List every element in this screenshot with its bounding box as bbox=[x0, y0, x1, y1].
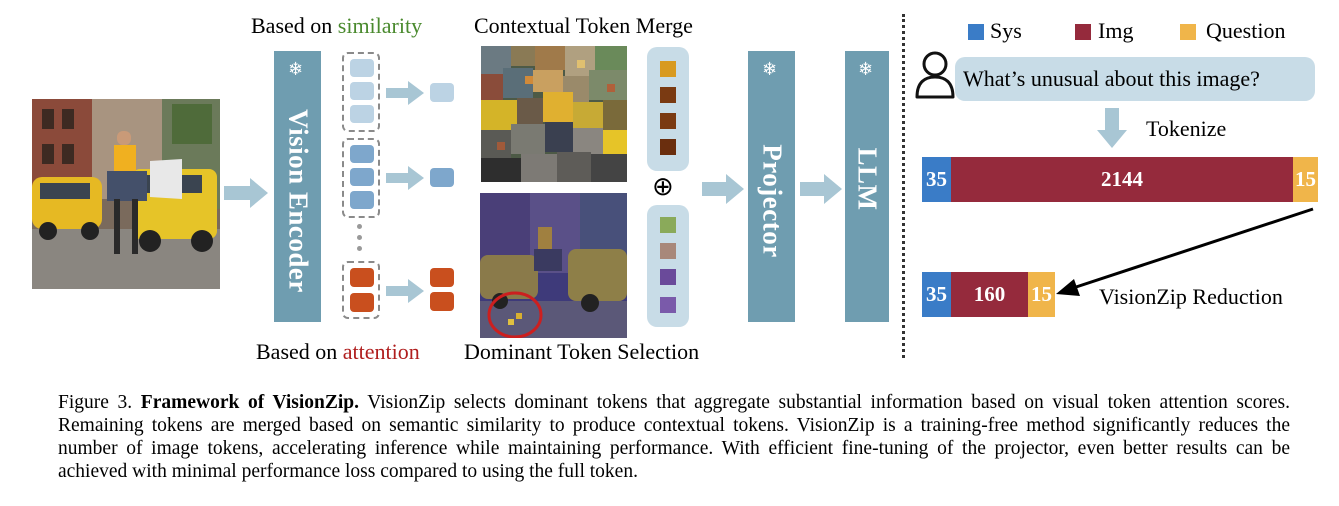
user-icon bbox=[915, 51, 955, 99]
projector-label: Projector bbox=[757, 143, 787, 258]
legend-swatch-sys bbox=[968, 24, 984, 40]
reduced-question-segment: 15 bbox=[1028, 272, 1055, 317]
token-group-similar-2 bbox=[342, 138, 380, 218]
contextual-tokens-pill bbox=[647, 47, 689, 171]
token bbox=[350, 82, 374, 100]
full-token-bar: 35 2144 15 bbox=[922, 157, 1318, 202]
contextual-merge-title: Contextual Token Merge bbox=[474, 13, 693, 38]
attention-overlay bbox=[480, 193, 627, 338]
merged-token-2 bbox=[430, 168, 454, 187]
arrow-dominant bbox=[386, 279, 424, 303]
llm-label: LLM bbox=[852, 146, 883, 211]
reduced-token-bar: 35 160 15 bbox=[922, 272, 1055, 317]
based-on-text: Based on bbox=[256, 339, 338, 364]
projector-block: ❄ Projector bbox=[748, 51, 795, 322]
contextual-token bbox=[660, 139, 676, 155]
legend-label-img: Img bbox=[1098, 18, 1134, 43]
vision-encoder-label: Vision Encoder bbox=[283, 108, 313, 293]
attention-heading: Based on attention bbox=[256, 339, 420, 365]
ellipsis-dots bbox=[357, 224, 363, 254]
attention-word: attention bbox=[342, 339, 420, 364]
arrow-to-projector bbox=[702, 174, 744, 204]
full-sys-segment: 35 bbox=[922, 157, 951, 202]
dominant-token bbox=[660, 243, 676, 259]
llm-block: ❄ LLM bbox=[845, 51, 889, 322]
contextual-merge-map bbox=[481, 46, 627, 182]
merge-mosaic bbox=[481, 46, 627, 182]
caption-body: VisionZip selects dominant tokens that a… bbox=[58, 392, 1291, 482]
reduction-arrow bbox=[1056, 207, 1314, 296]
similarity-word: similarity bbox=[337, 13, 423, 38]
dominant-token bbox=[660, 297, 676, 313]
legend-swatch-img bbox=[1075, 24, 1091, 40]
legend: Sys Img Question bbox=[968, 18, 1308, 46]
caption-title: Framework of VisionZip. bbox=[140, 392, 360, 413]
tokenize-label: Tokenize bbox=[1146, 116, 1227, 141]
taxi-photo-illustration bbox=[32, 99, 220, 289]
arrow-image-to-encoder bbox=[224, 178, 268, 208]
dominant-token bbox=[660, 269, 676, 285]
reduction-label: VisionZip Reduction bbox=[1099, 284, 1283, 309]
dominant-token-out bbox=[430, 292, 454, 311]
legend-swatch-question bbox=[1180, 24, 1196, 40]
tokenize-arrow bbox=[1097, 108, 1127, 148]
arrow-to-llm bbox=[800, 174, 842, 204]
token bbox=[350, 59, 374, 77]
frozen-snowflake-icon: ❄ bbox=[288, 59, 304, 80]
dominant-selection-title: Dominant Token Selection bbox=[464, 339, 700, 364]
legend-label-sys: Sys bbox=[990, 18, 1022, 43]
token-group-dominant bbox=[342, 261, 380, 319]
contextual-token bbox=[660, 87, 676, 103]
frozen-snowflake-icon: ❄ bbox=[858, 59, 874, 80]
based-on-text: Based on bbox=[251, 13, 333, 38]
token bbox=[350, 191, 374, 209]
dominant-token bbox=[350, 268, 374, 287]
legend-label-question: Question bbox=[1206, 18, 1286, 43]
full-img-segment: 2144 bbox=[951, 157, 1293, 202]
token bbox=[350, 145, 374, 163]
token-group-similar-1 bbox=[342, 52, 380, 132]
dominant-token-out bbox=[430, 268, 454, 287]
query-text: What’s unusual about this image? bbox=[963, 66, 1260, 91]
dominant-token bbox=[350, 293, 374, 312]
contextual-token bbox=[660, 61, 676, 77]
dominant-selection-map bbox=[480, 193, 627, 338]
dominant-token bbox=[660, 217, 676, 233]
frozen-snowflake-icon: ❄ bbox=[762, 59, 778, 80]
similarity-heading: Based on similarity bbox=[251, 13, 422, 39]
full-question-segment: 15 bbox=[1293, 157, 1318, 202]
arrow-merge-1 bbox=[386, 81, 424, 105]
vision-encoder-block: ❄ Vision Encoder bbox=[274, 51, 321, 322]
contextual-token bbox=[660, 113, 676, 129]
arrow-merge-2 bbox=[386, 166, 424, 190]
token bbox=[350, 105, 374, 123]
concat-symbol: ⊕ bbox=[652, 172, 674, 202]
caption-figure-number: Figure 3. bbox=[58, 392, 133, 413]
section-divider bbox=[902, 14, 905, 358]
reduced-img-segment: 160 bbox=[951, 272, 1028, 317]
token bbox=[350, 168, 374, 186]
reduced-sys-segment: 35 bbox=[922, 272, 951, 317]
dominant-tokens-pill bbox=[647, 205, 689, 327]
figure-caption: Figure 3. Framework of VisionZip. Vision… bbox=[58, 391, 1290, 483]
query-bubble: What’s unusual about this image? bbox=[955, 57, 1315, 101]
merged-token-1 bbox=[430, 83, 454, 102]
input-image bbox=[32, 99, 220, 289]
